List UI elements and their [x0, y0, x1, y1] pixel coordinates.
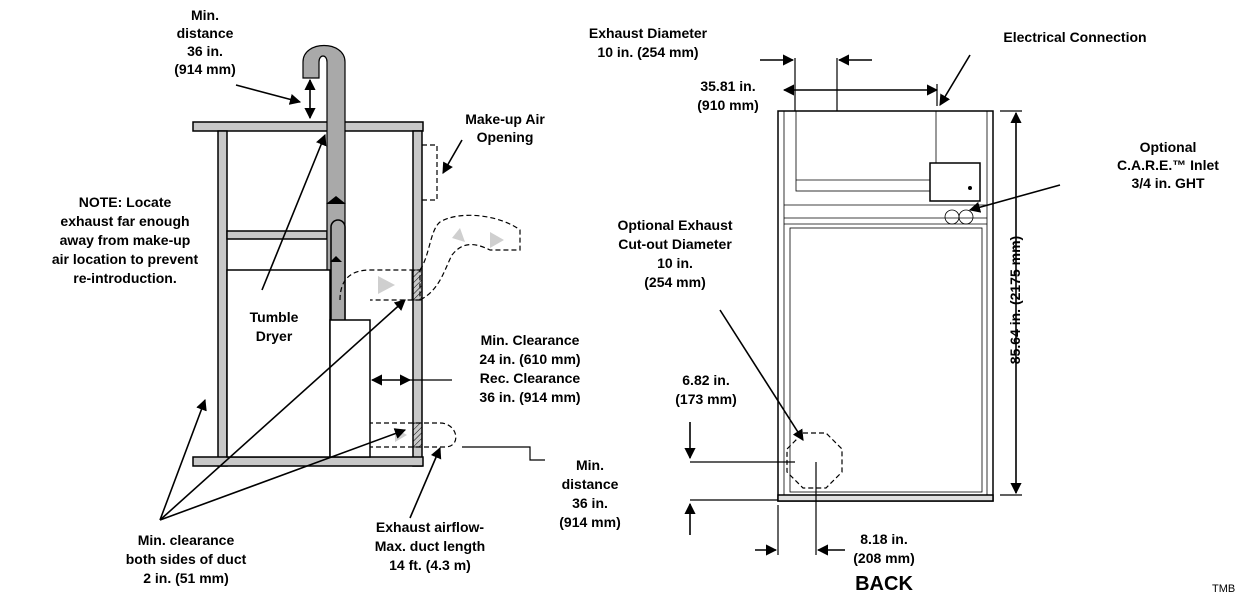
- svg-text:air location to prevent: air location to prevent: [52, 251, 199, 267]
- dim-818: [755, 462, 845, 556]
- svg-text:re-introduction.: re-introduction.: [73, 270, 176, 286]
- svg-text:Min.: Min.: [576, 457, 604, 473]
- makeup-air-label: Make-up Air Opening: [465, 111, 545, 145]
- machine-back-view: [777, 110, 994, 502]
- min-distance-right-label: Min. distance 36 in. (914 mm): [559, 457, 620, 530]
- svg-text:both sides of duct: both sides of duct: [126, 551, 247, 567]
- svg-text:NOTE: Locate: NOTE: Locate: [79, 194, 172, 210]
- back-label: BACK: [855, 573, 913, 595]
- alternate-duct-route: [339, 214, 521, 301]
- svg-text:away from make-up: away from make-up: [60, 232, 191, 248]
- tumble-dryer: [226, 269, 371, 458]
- min-distance-top-label: Min. distance 36 in. (914 mm): [174, 7, 235, 77]
- svg-text:Optional: Optional: [1140, 139, 1197, 155]
- svg-text:(173 mm): (173 mm): [675, 391, 736, 407]
- clearance-label: Min. Clearance 24 in. (610 mm) Rec. Clea…: [479, 332, 580, 405]
- dim-818-label: 8.18 in. (208 mm): [853, 531, 914, 566]
- svg-text:Min. clearance: Min. clearance: [138, 532, 235, 548]
- svg-text:distance: distance: [562, 476, 619, 492]
- exhaust-diameter-dimension: [760, 54, 872, 111]
- min-clearance-duct-label: Min. clearance both sides of duct 2 in. …: [126, 532, 247, 586]
- svg-text:C.A.R.E.™ Inlet: C.A.R.E.™ Inlet: [1117, 157, 1219, 173]
- svg-text:(914 mm): (914 mm): [174, 61, 235, 77]
- svg-text:Max. duct length: Max. duct length: [375, 538, 485, 554]
- svg-text:Tumble: Tumble: [250, 309, 299, 325]
- svg-text:(914 mm): (914 mm): [559, 514, 620, 530]
- dryer-label: Tumble Dryer: [250, 309, 299, 344]
- svg-text:8.18 in.: 8.18 in.: [860, 531, 907, 547]
- svg-text:10 in.: 10 in.: [657, 255, 693, 271]
- svg-text:(254 mm): (254 mm): [644, 274, 705, 290]
- svg-text:3/4 in. GHT: 3/4 in. GHT: [1131, 175, 1205, 191]
- svg-text:(910 mm): (910 mm): [697, 97, 758, 113]
- optional-exhaust-leader: [719, 309, 804, 441]
- svg-text:Cut-out Diameter: Cut-out Diameter: [618, 236, 732, 252]
- height-dimension: [1000, 110, 1022, 496]
- svg-text:Min. Clearance: Min. Clearance: [481, 332, 580, 348]
- electrical-connection-label: Electrical Connection: [1003, 29, 1146, 45]
- makeup-air-opening: [422, 144, 438, 201]
- svg-text:36 in. (914 mm): 36 in. (914 mm): [479, 389, 580, 405]
- svg-text:36 in.: 36 in.: [572, 495, 608, 511]
- svg-text:Min.: Min.: [191, 7, 219, 23]
- min-clearance-leaders: [159, 299, 407, 521]
- svg-text:(208 mm): (208 mm): [853, 550, 914, 566]
- svg-text:Make-up Air: Make-up Air: [465, 111, 545, 127]
- svg-text:Exhaust airflow-: Exhaust airflow-: [376, 519, 484, 535]
- dim-682: [684, 422, 795, 535]
- svg-text:14 ft. (4.3 m): 14 ft. (4.3 m): [389, 557, 471, 573]
- svg-text:10 in. (254 mm): 10 in. (254 mm): [597, 44, 698, 60]
- exhaust-airflow-leader: [409, 446, 442, 519]
- tmb-code: TMB7: [1212, 583, 1235, 595]
- svg-text:Rec. Clearance: Rec. Clearance: [480, 370, 581, 386]
- svg-text:24 in. (610 mm): 24 in. (610 mm): [479, 351, 580, 367]
- care-inlet-label: Optional C.A.R.E.™ Inlet 3/4 in. GHT: [1117, 139, 1219, 191]
- note-label: NOTE: Locate exhaust far enough away fro…: [52, 194, 199, 286]
- svg-text:36 in.: 36 in.: [187, 43, 223, 59]
- svg-text:Exhaust Diameter: Exhaust Diameter: [589, 25, 708, 41]
- svg-text:Opening: Opening: [477, 129, 534, 145]
- exhaust-airflow-label: Exhaust airflow- Max. duct length 14 ft.…: [375, 519, 485, 573]
- makeup-air-leader: [442, 139, 463, 174]
- svg-text:Optional Exhaust: Optional Exhaust: [617, 217, 732, 233]
- svg-text:distance: distance: [177, 25, 234, 41]
- min-distance-top-dimension: [235, 78, 316, 120]
- floor-duct-route: [368, 422, 545, 461]
- svg-text:Dryer: Dryer: [256, 328, 293, 344]
- svg-text:35.81 in.: 35.81 in.: [700, 78, 755, 94]
- svg-text:6.82 in.: 6.82 in.: [682, 372, 729, 388]
- svg-text:exhaust far enough: exhaust far enough: [60, 213, 189, 229]
- height-label: 85.64 in. (2175 mm): [1007, 236, 1023, 364]
- svg-text:2 in. (51 mm): 2 in. (51 mm): [143, 570, 229, 586]
- optional-exhaust-label: Optional Exhaust Cut-out Diameter 10 in.…: [617, 217, 732, 290]
- exhaust-diameter-label: Exhaust Diameter 10 in. (254 mm): [589, 25, 708, 60]
- electrical-connection-leader: [939, 54, 971, 106]
- dryer-to-duct-leader: [261, 133, 327, 291]
- width-label: 35.81 in. (910 mm): [697, 78, 758, 113]
- width-dimension: [782, 84, 939, 106]
- dim-682-label: 6.82 in. (173 mm): [675, 372, 736, 407]
